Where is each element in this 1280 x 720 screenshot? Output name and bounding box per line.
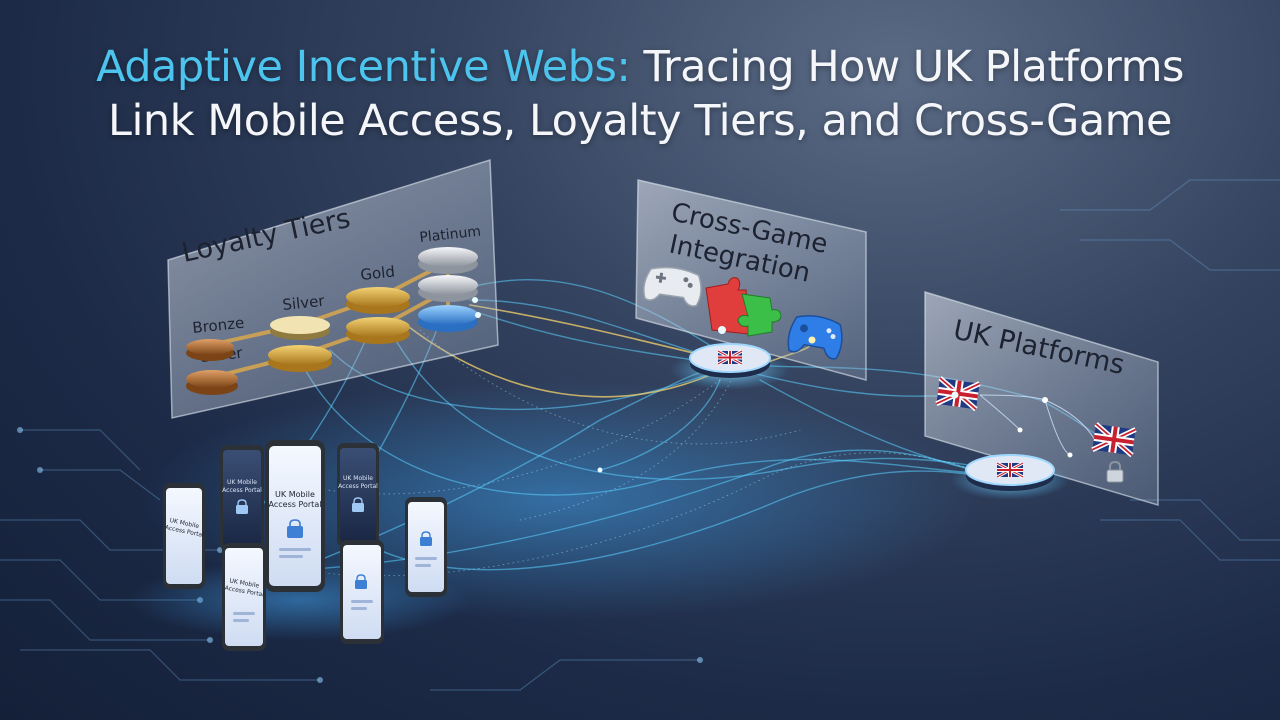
phone-portal-6: [340, 540, 384, 644]
bronze-coin-stack: [186, 339, 238, 395]
lock-icon: [352, 497, 364, 512]
lock-icon: [236, 499, 248, 514]
lock-icon: [420, 531, 432, 546]
title-accent: Adaptive Incentive Webs:: [96, 42, 631, 92]
phone-4-label-line1: UK Mobile: [343, 475, 373, 482]
phone-portal-2: UK Mobile Access Portal: [220, 445, 264, 551]
phone-2-label-line1: UK Mobile: [227, 479, 257, 486]
cross-game-hub: [670, 343, 790, 390]
phone-portal-4: UK Mobile Access Portal: [337, 443, 379, 547]
phone-portal-3: UK Mobile Access Portal: [265, 440, 325, 592]
circuit-traces: [0, 179, 1280, 691]
page-title: Adaptive Incentive Webs: Tracing How UK …: [0, 40, 1280, 148]
uk-flag-icon: [996, 461, 1024, 479]
phone-portal-7: [405, 497, 447, 597]
gold-coin-stack: [346, 287, 410, 344]
phone-3-label-line1: UK Mobile: [275, 490, 315, 499]
phone-2-label-line2: Access Portal: [222, 487, 262, 494]
platinum-coin-stack: [418, 247, 478, 332]
uk-platforms-hub: [950, 454, 1070, 500]
cross-game-panel: Cross-Game Integration: [635, 179, 867, 381]
title-line-1-rest: Tracing How UK Platforms: [630, 42, 1185, 92]
title-line-2: Link Mobile Access, Loyalty Tiers, and C…: [107, 96, 1173, 146]
phone-portal-5: UK Mobile Access Portal: [222, 543, 266, 651]
phone-portal-1: UK Mobile Access Portal: [163, 483, 205, 589]
mobile-phones: UK Mobile Access Portal UK Mobile Access…: [130, 440, 470, 651]
puzzle-icon: [705, 277, 782, 337]
lock-icon: [355, 574, 367, 589]
lock-icon: [1106, 460, 1124, 483]
tier-label-bronze: Bronze: [192, 314, 246, 337]
phone-3-label-line2: Access Portal: [269, 500, 322, 509]
tier-label-platinum: Platinum: [419, 224, 482, 246]
tier-label-gold: Gold: [360, 262, 396, 284]
controller-icon: [643, 266, 702, 307]
uk-flag-icon: [717, 349, 743, 366]
title-line-1: Adaptive Incentive Webs: Tracing How UK …: [0, 40, 1280, 94]
gamepad-icon: [787, 315, 843, 360]
tier-label-silver: Silver: [282, 292, 327, 314]
web-nodes: [472, 297, 959, 473]
phone-4-label-line2: Access Portal: [338, 483, 378, 490]
lock-icon: [287, 519, 303, 538]
silver-coin-stack: [268, 316, 332, 372]
uk-flag-icon: [1091, 422, 1137, 458]
loyalty-tiers-panel: Loyalty Tiers Bronze Silver Silver Gold …: [167, 158, 499, 419]
